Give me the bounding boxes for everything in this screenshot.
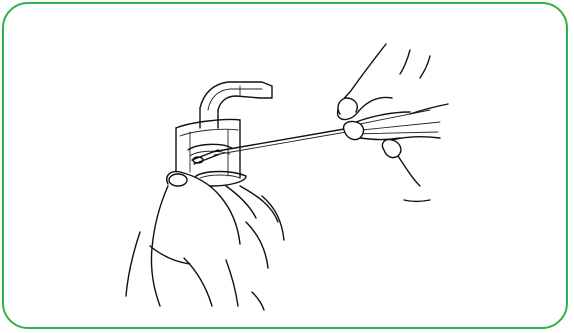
clip-device xyxy=(176,82,272,186)
thread-strand xyxy=(212,110,440,155)
left-hand xyxy=(126,172,284,310)
